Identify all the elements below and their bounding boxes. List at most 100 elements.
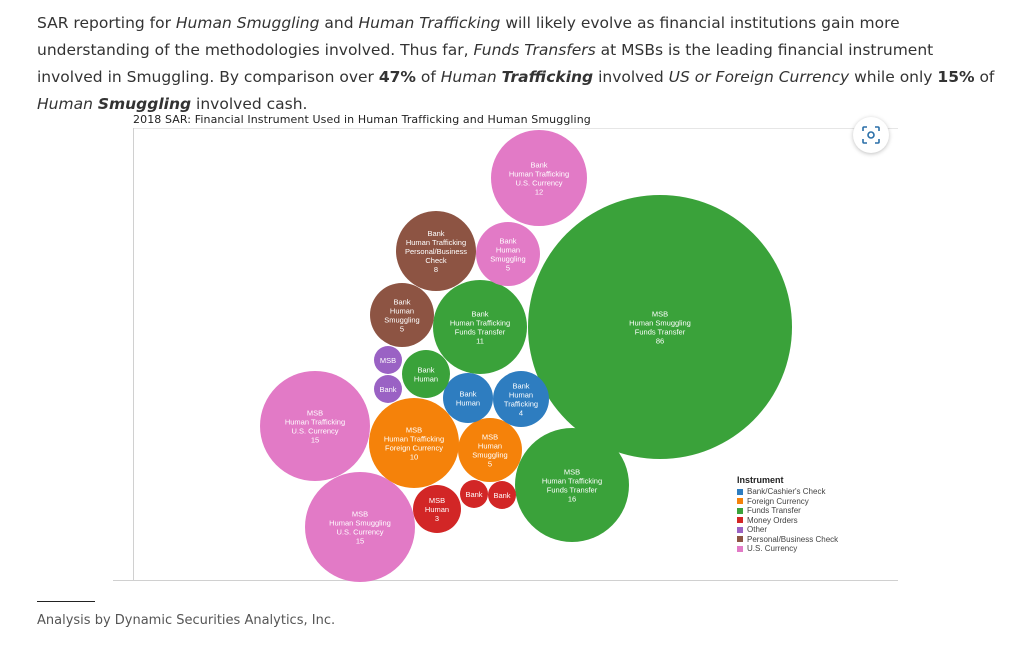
bubble-circle[interactable] (402, 350, 450, 398)
legend-label: Funds Transfer (747, 506, 801, 516)
bubble-circle[interactable] (396, 211, 476, 291)
legend-item: Other (737, 525, 838, 535)
bubble-circle[interactable] (515, 428, 629, 542)
bubble-label: Smuggling (472, 451, 507, 460)
intro-text-span: involved (593, 68, 669, 86)
legend-item: Funds Transfer (737, 506, 838, 516)
bubble-circle[interactable] (458, 418, 522, 482)
bubble-circle[interactable] (491, 130, 587, 226)
bubble-label: 5 (488, 460, 492, 469)
bubble-circle[interactable] (460, 480, 488, 508)
bubble-label: Bank (393, 298, 410, 307)
bubble-label: MSB (564, 468, 580, 477)
bubble-label: Personal/Business (405, 247, 467, 256)
bubble-label: Human Trafficking (542, 477, 602, 486)
bubble-label: 10 (410, 453, 418, 462)
bubble-label: MSB (380, 356, 396, 365)
legend-label: Money Orders (747, 515, 798, 525)
bubble-label: Bank (530, 161, 547, 170)
bubble-circle[interactable] (493, 371, 549, 427)
legend-label: Other (747, 525, 768, 535)
focus-icon (862, 126, 880, 144)
bubble-label: Human Trafficking (285, 418, 345, 427)
bubble-circle[interactable] (260, 371, 370, 481)
bubble-label: Funds Transfer (547, 486, 598, 495)
footer-credit: Analysis by Dynamic Securities Analytics… (37, 613, 336, 628)
bubble-circle[interactable] (305, 472, 415, 582)
legend-swatch (737, 507, 743, 514)
intro-text-span: Human (37, 95, 98, 113)
bubble-label: Human Trafficking (450, 319, 510, 328)
legend-item: Money Orders (737, 516, 838, 526)
bubble[interactable]: Bank (488, 481, 516, 509)
bubble-label: Bank (465, 490, 482, 499)
legend-item: Personal/Business Check (737, 535, 838, 545)
bubble[interactable]: MSB (374, 346, 402, 374)
bubble-circle[interactable] (369, 398, 459, 488)
bubble[interactable]: Bank (374, 375, 402, 403)
intro-paragraph: SAR reporting for Human Smuggling and Hu… (37, 10, 997, 118)
bubble-label: MSB (307, 409, 323, 418)
bubble-label: Bank (499, 237, 516, 246)
bubble-circle[interactable] (370, 283, 434, 347)
intro-text-span: US or Foreign Currency (668, 68, 850, 86)
bubble-circle[interactable] (528, 195, 792, 459)
bubble-label: 15 (311, 436, 319, 445)
bubble-circle[interactable] (488, 481, 516, 509)
plot-border-bottom (113, 580, 898, 581)
plot-border-top (133, 128, 898, 129)
intro-text-span: and (319, 14, 359, 32)
legend-title: Instrument (737, 475, 784, 485)
bubble-circle[interactable] (443, 373, 493, 423)
bubble-label: Funds Transfer (455, 328, 506, 337)
bubble-label: U.S. Currency (515, 179, 562, 188)
bubble-label: Bank (493, 491, 510, 500)
intro-text-span: Human Smuggling (175, 14, 320, 32)
legend-item: U.S. Currency (737, 544, 838, 554)
bubble-label: MSB (652, 310, 668, 319)
legend-swatch (737, 517, 743, 524)
bubble-label: Human Smuggling (329, 519, 391, 528)
bubble-circle[interactable] (476, 222, 540, 286)
bubble-label: MSB (406, 426, 422, 435)
bubble-label: Human Trafficking (509, 170, 569, 179)
bubble[interactable]: Bank (460, 480, 488, 508)
bubble-label: Human (425, 505, 449, 514)
intro-text-span: involved cash. (191, 95, 308, 113)
bubble-label: Human Smuggling (629, 319, 691, 328)
legend-swatch (737, 526, 743, 533)
bubble-label: Human (390, 307, 414, 316)
bubble-label: Bank (417, 366, 434, 375)
zoom-button[interactable] (853, 117, 889, 153)
bubble-label: Human (456, 399, 480, 408)
footer-divider (37, 601, 95, 602)
legend-item: Bank/Cashier's Check (737, 487, 838, 497)
legend-label: Personal/Business Check (747, 534, 839, 544)
bubble-label: Bank (379, 385, 396, 394)
bubble-circle[interactable] (433, 280, 527, 374)
bubble-label: 5 (400, 325, 404, 334)
bubble-label: Bank (427, 229, 444, 238)
legend-swatch (737, 545, 743, 552)
bubble-label: Human (509, 391, 533, 400)
bubble-circle[interactable] (374, 375, 402, 403)
bubble-circle[interactable] (413, 485, 461, 533)
bubble-label: MSB (482, 433, 498, 442)
bubble-circle[interactable] (374, 346, 402, 374)
